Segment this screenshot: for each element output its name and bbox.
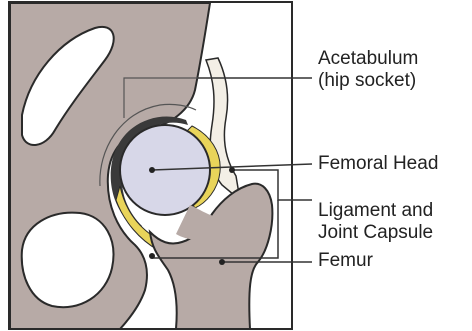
label-femoral-head: Femoral Head <box>318 153 438 175</box>
pointer-ligament-top <box>229 167 235 173</box>
pointer-femur <box>219 259 225 265</box>
label-femur-line1: Femur <box>318 250 373 272</box>
label-ligament: Ligament and Joint Capsule <box>318 200 433 244</box>
label-femur: Femur <box>318 250 373 272</box>
label-femoral-head-line1: Femoral Head <box>318 153 438 175</box>
label-acetabulum-line1: Acetabulum <box>318 48 418 70</box>
label-ligament-line1: Ligament and <box>318 200 433 222</box>
pointer-femoral-head <box>149 167 155 173</box>
label-ligament-line2: Joint Capsule <box>318 222 433 244</box>
label-acetabulum: Acetabulum (hip socket) <box>318 48 418 92</box>
label-acetabulum-line2: (hip socket) <box>318 70 418 92</box>
obturator-foramen <box>22 213 114 308</box>
pointer-ligament-bottom <box>149 253 155 259</box>
